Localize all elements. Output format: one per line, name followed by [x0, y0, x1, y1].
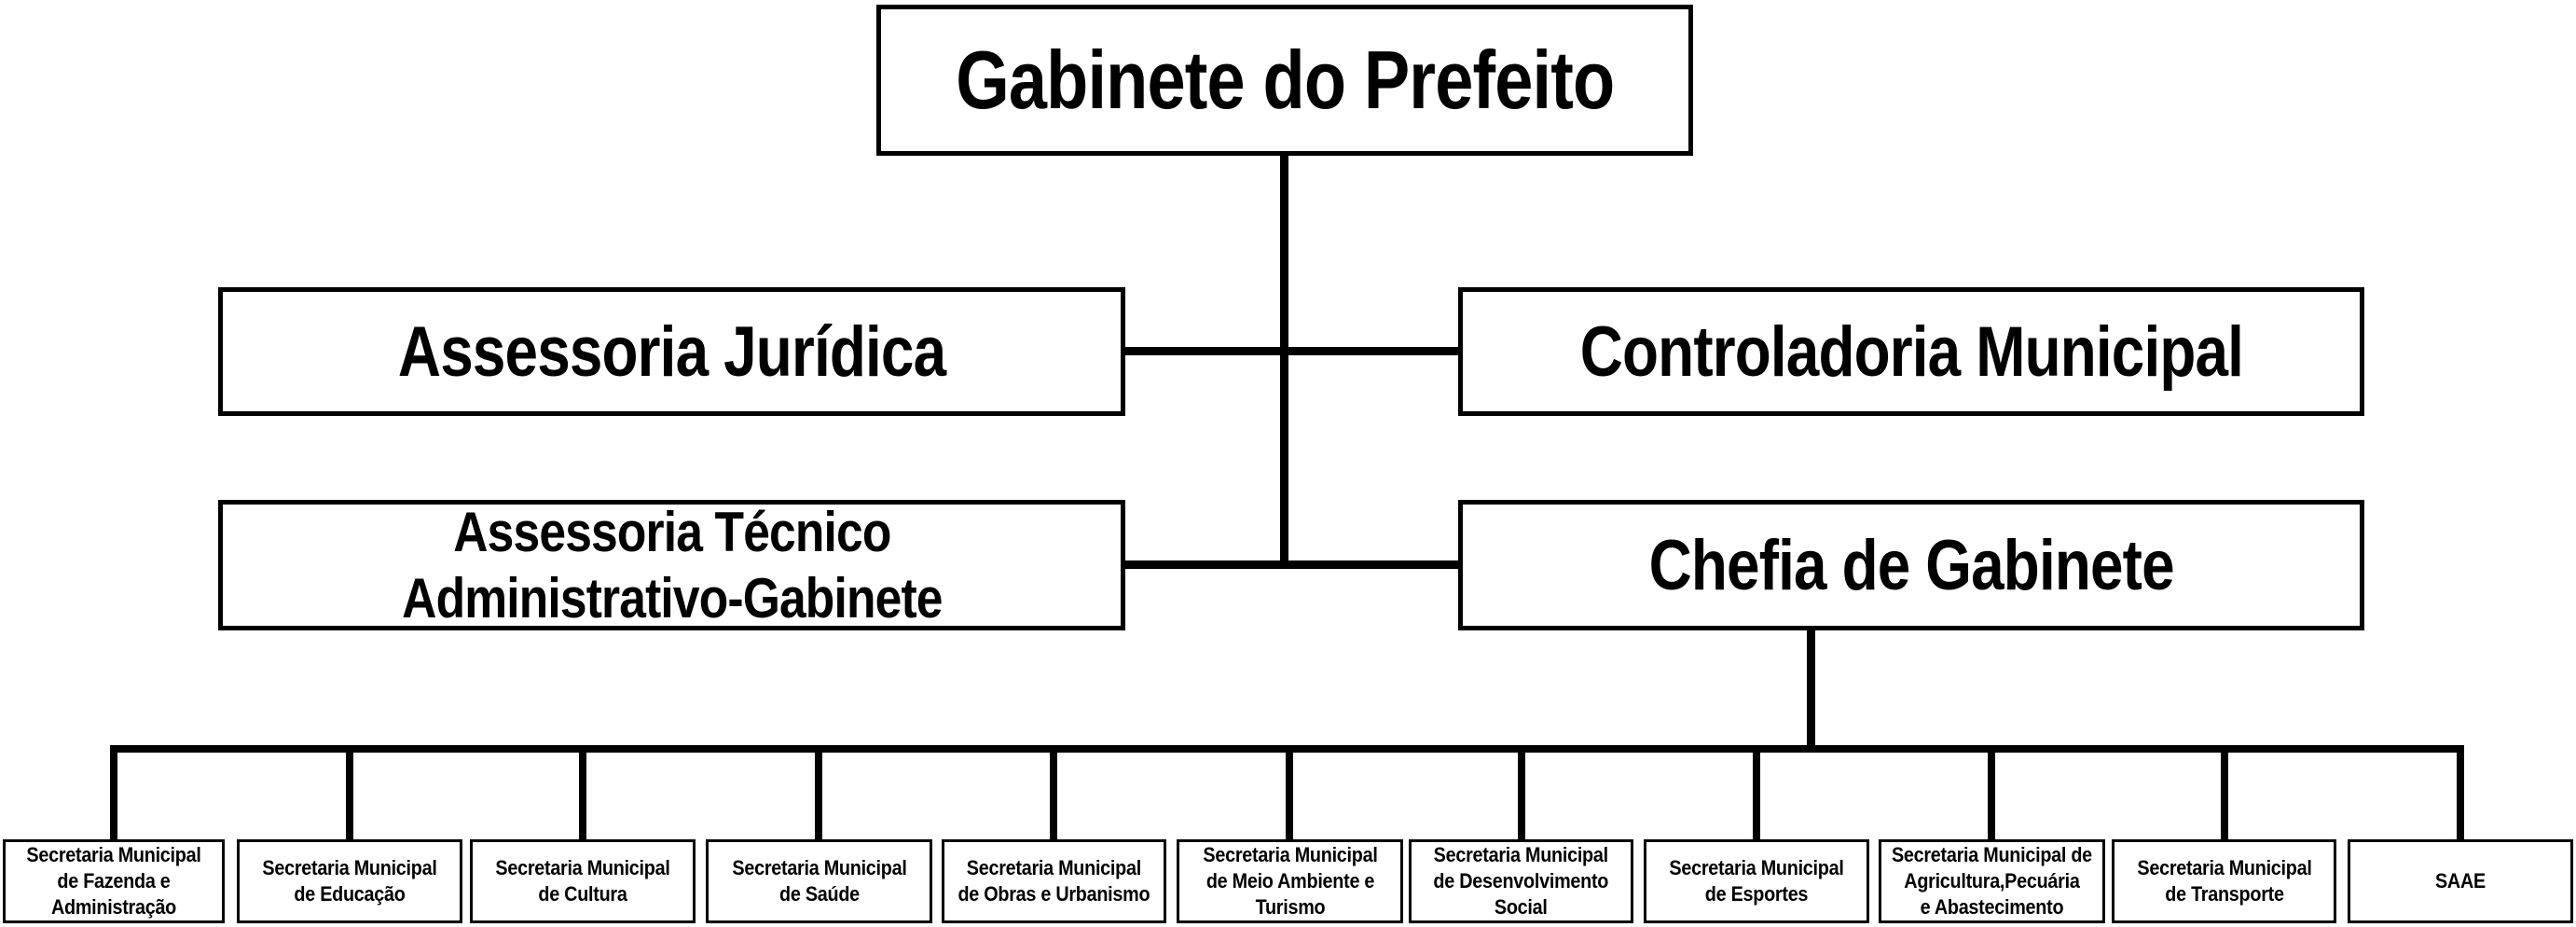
- org-box-label: Secretaria Municipal de Cultura: [495, 856, 670, 906]
- org-box-label: SAAE: [2435, 869, 2486, 892]
- org-box-secretaria-agricultura-pecuaria-abastecimento: Secretaria Municipal de Agricultura,Pecu…: [1879, 839, 2105, 923]
- org-box-label: Gabinete do Prefeito: [955, 34, 1615, 126]
- org-box-secretaria-saude: Secretaria Municipal de Saúde: [706, 839, 932, 923]
- connector-stub-4: [815, 745, 822, 841]
- org-box-label: Controladoria Municipal: [1579, 311, 2243, 392]
- org-box-label: Secretaria Municipal de Obras e Urbanism…: [957, 856, 1150, 906]
- connector-stub-11: [2457, 745, 2464, 841]
- org-box-label: Secretaria Municipal de Transporte: [2136, 856, 2312, 906]
- org-box-label: Secretaria Municipal de Saúde: [731, 856, 907, 906]
- connector-stub-3: [579, 745, 586, 841]
- org-box-secretaria-esportes: Secretaria Municipal de Esportes: [1644, 839, 1869, 923]
- connector-stub-8: [1753, 745, 1760, 841]
- connector-stub-6: [1286, 745, 1293, 841]
- org-box-secretaria-obras-urbanismo: Secretaria Municipal de Obras e Urbanism…: [942, 839, 1166, 923]
- connector-chefia-vertical: [1807, 628, 1815, 749]
- org-box-label: Chefia de Gabinete: [1648, 525, 2174, 605]
- org-box-secretaria-cultura: Secretaria Municipal de Cultura: [470, 839, 696, 923]
- connector-stub-5: [1050, 745, 1057, 841]
- org-box-assessoria-juridica: Assessoria Jurídica: [218, 287, 1125, 416]
- org-box-label: Secretaria Municipal de Meio Ambiente e …: [1202, 843, 1378, 919]
- connector-stub-7: [1518, 745, 1525, 841]
- org-box-gabinete-do-prefeito: Gabinete do Prefeito: [876, 5, 1693, 156]
- org-box-secretaria-transporte: Secretaria Municipal de Transporte: [2112, 839, 2336, 923]
- org-box-label: Assessoria Técnico Administrativo-Gabine…: [401, 501, 943, 630]
- org-box-secretaria-educacao: Secretaria Municipal de Educação: [237, 839, 462, 923]
- connector-root-vertical: [1280, 154, 1288, 569]
- connector-row3-horizontal: [1125, 560, 1458, 569]
- connector-stub-2: [346, 745, 353, 841]
- org-box-chefia-de-gabinete: Chefia de Gabinete: [1458, 500, 2364, 630]
- org-box-label: Secretaria Municipal de Educação: [262, 856, 437, 906]
- org-box-label: Secretaria Municipal de Esportes: [1669, 856, 1844, 906]
- org-box-assessoria-tecnico-administrativo-gabinete: Assessoria Técnico Administrativo-Gabine…: [218, 500, 1125, 630]
- org-box-controladoria-municipal: Controladoria Municipal: [1458, 287, 2364, 416]
- org-box-label: Secretaria Municipal de Agricultura,Pecu…: [1892, 843, 2092, 919]
- org-box-secretaria-desenvolvimento-social: Secretaria Municipal de Desenvolvimento …: [1409, 839, 1633, 923]
- org-box-label: Secretaria Municipal de Fazenda e Admini…: [26, 843, 201, 919]
- org-box-label: Secretaria Municipal de Desenvolvimento …: [1433, 843, 1609, 919]
- org-box-secretaria-fazenda-administracao: Secretaria Municipal de Fazenda e Admini…: [3, 839, 225, 923]
- org-box-saae: SAAE: [2348, 839, 2573, 923]
- connector-stub-10: [2221, 745, 2228, 841]
- org-box-label: Assessoria Jurídica: [397, 311, 946, 392]
- connector-row2-horizontal: [1125, 347, 1458, 355]
- connector-stub-1: [110, 745, 117, 841]
- org-box-secretaria-meio-ambiente-turismo: Secretaria Municipal de Meio Ambiente e …: [1177, 839, 1403, 923]
- connector-stub-9: [1988, 745, 1995, 841]
